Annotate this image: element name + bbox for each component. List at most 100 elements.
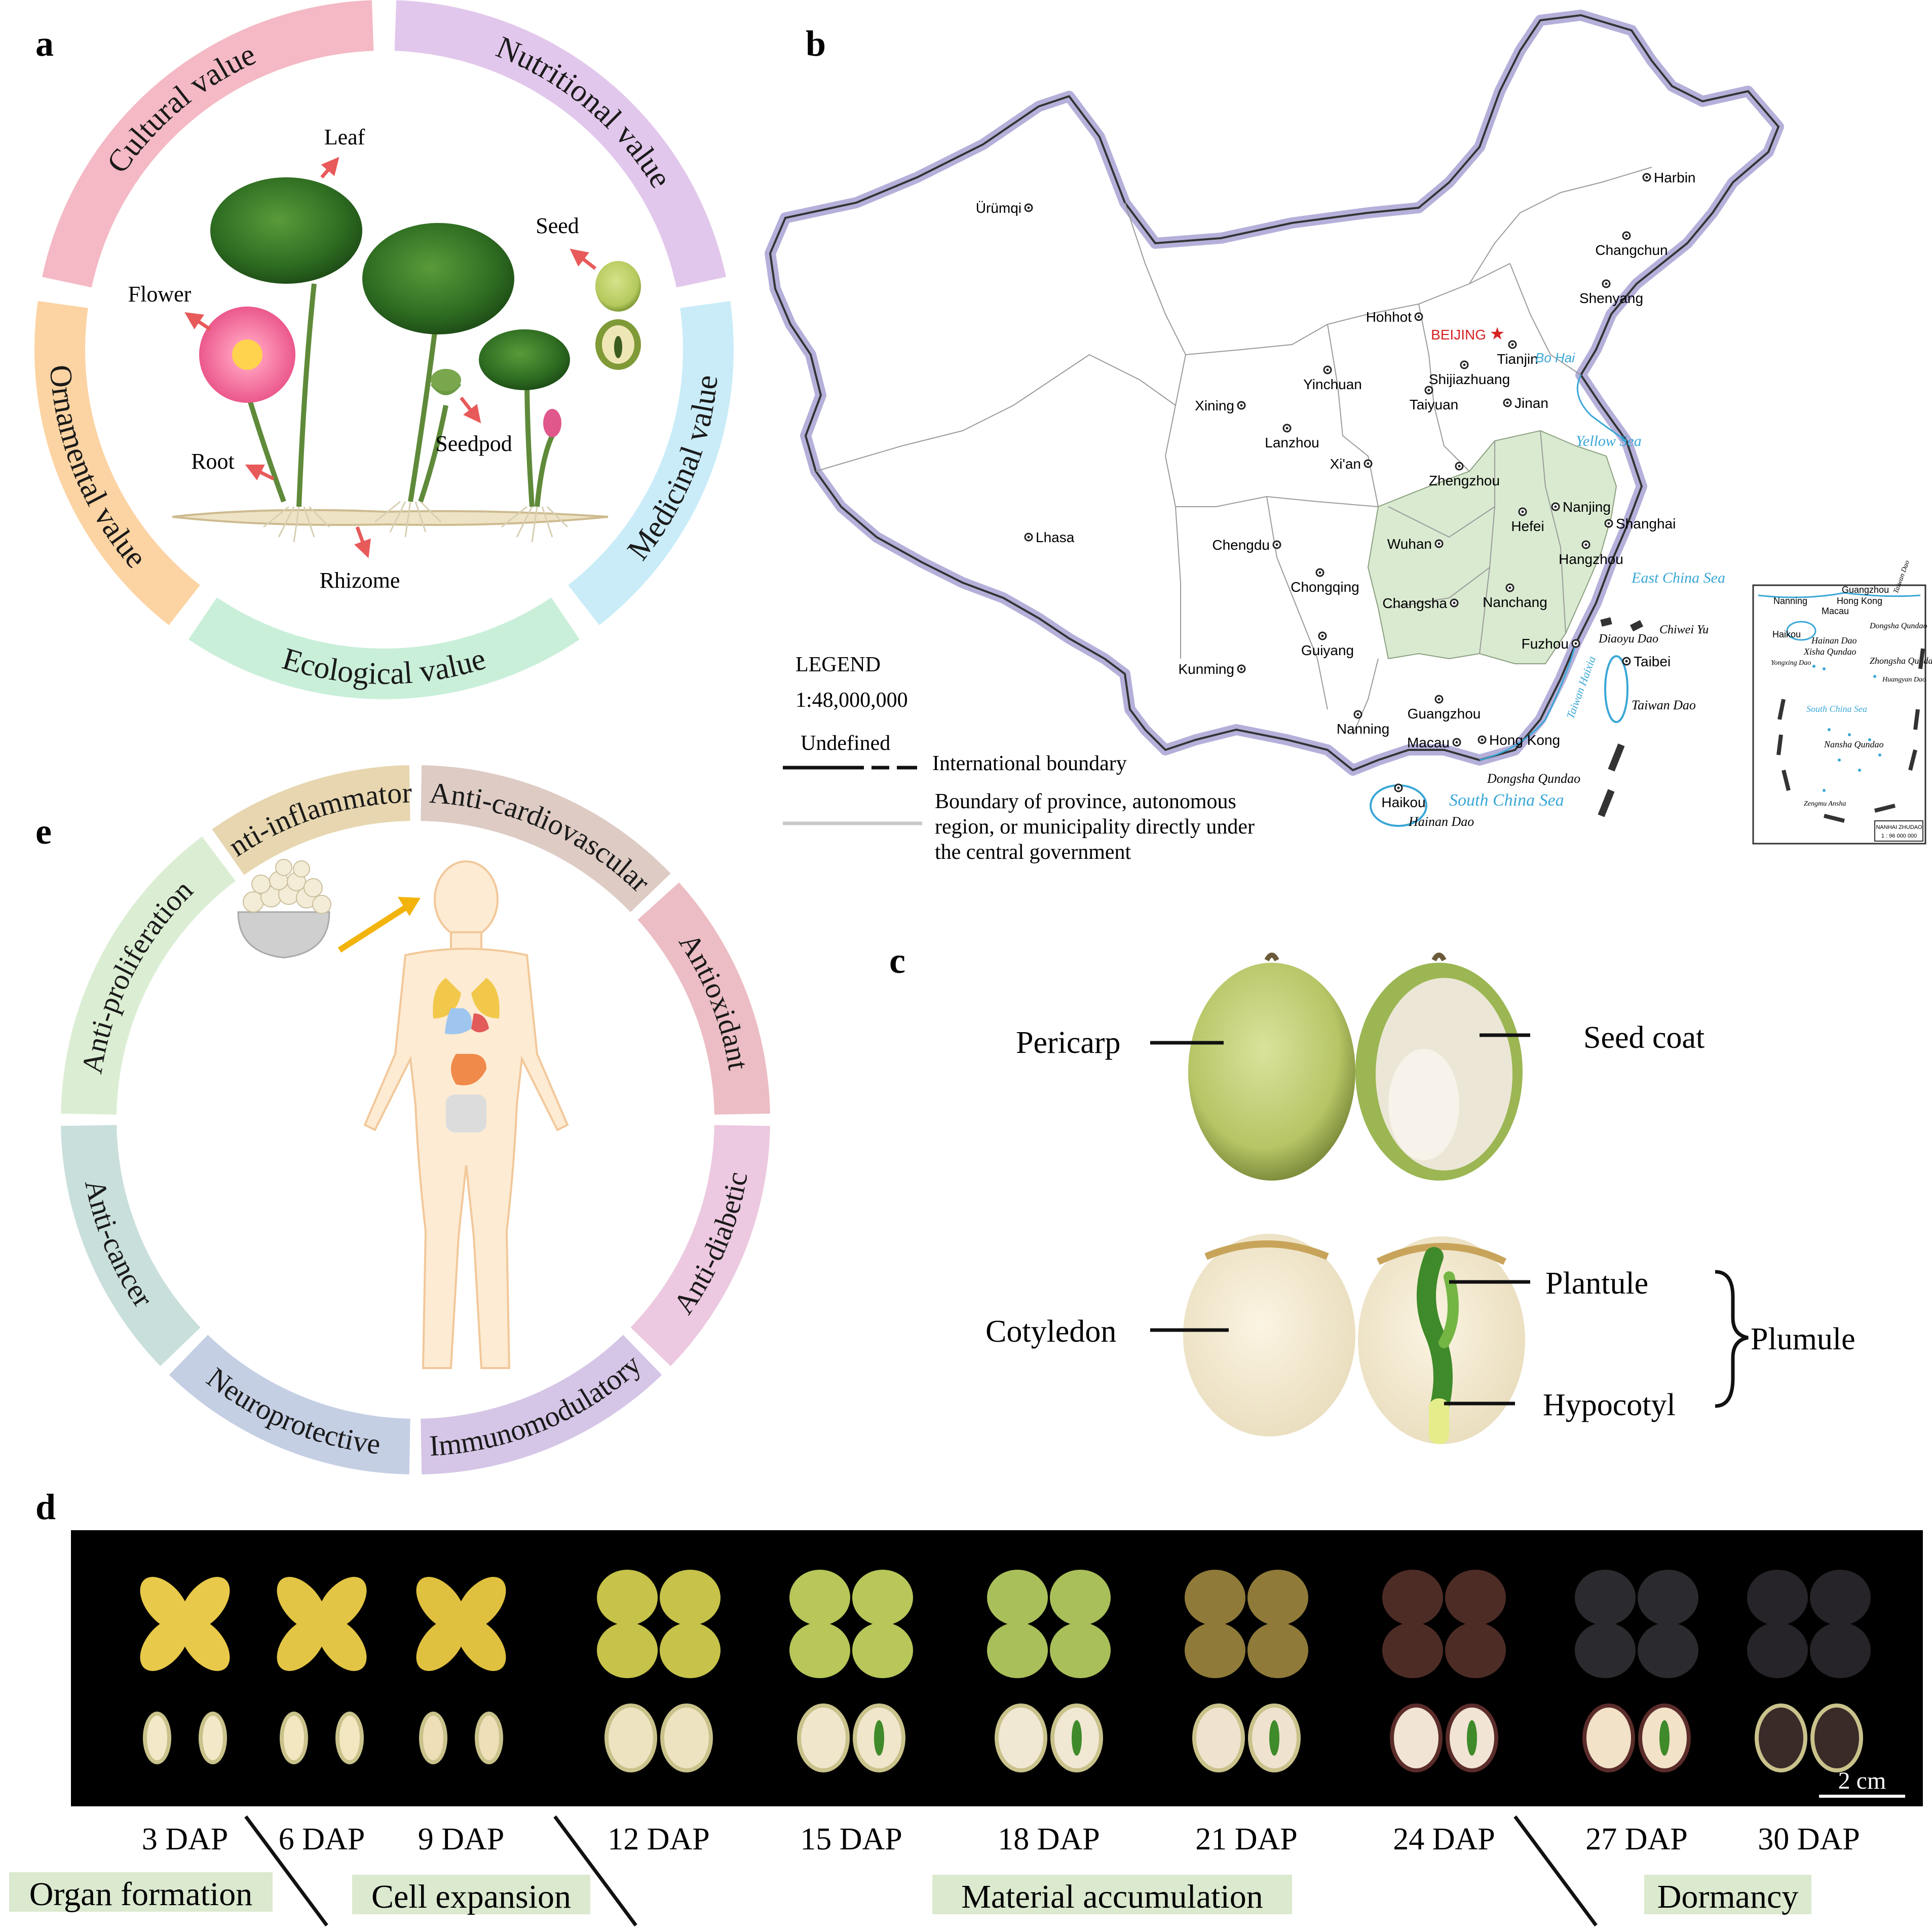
lotus-bud <box>543 409 561 437</box>
organs-icon <box>433 978 500 1132</box>
city-marker-dot <box>1584 543 1587 546</box>
city-marker-dot <box>1605 282 1608 285</box>
label-seedpod: Seedpod <box>435 431 512 456</box>
city-name: Changsha <box>1382 595 1447 611</box>
city-yinchuan: Yinchuan <box>1303 365 1362 392</box>
city-name: Xi'an <box>1330 456 1361 472</box>
city-jinan: Jinan <box>1503 395 1548 411</box>
city-name: Jinan <box>1514 395 1548 411</box>
legend-prov-3: the central government <box>935 841 1131 864</box>
phase-bg-accumulation <box>932 1875 1292 1914</box>
city-marker-dot <box>1437 542 1441 545</box>
dap-label: 30 DAP <box>1758 1822 1860 1857</box>
city-hong-kong: Hong Kong <box>1478 732 1560 748</box>
city-name: Shenyang <box>1579 290 1643 306</box>
city-marker-dot <box>1367 462 1370 465</box>
inset-guangzhou: Guangzhou <box>1842 585 1889 595</box>
city-harbin: Harbin <box>1642 170 1695 185</box>
city--r-mqi: Ürümqi <box>976 200 1033 216</box>
taiwan-island <box>1604 655 1628 723</box>
city-hohhot: Hohhot <box>1366 309 1423 325</box>
human-body-icon <box>363 860 569 1369</box>
city-marker-dot <box>1027 206 1030 209</box>
embryo <box>1072 1720 1082 1756</box>
seed-stage-columns <box>140 1570 1871 1772</box>
city-marker-dot <box>1455 741 1458 744</box>
whole-seed <box>597 1570 658 1625</box>
whole-seed <box>1810 1622 1871 1678</box>
whole-seed <box>1247 1622 1308 1678</box>
dap-label: 3 DAP <box>142 1822 229 1857</box>
inset-islands <box>1812 665 1881 792</box>
seed-stage-column <box>1575 1570 1698 1772</box>
city-name: Lhasa <box>1036 529 1075 545</box>
lotus-seed-bowl-icon <box>237 859 331 959</box>
sea-south: South China Sea <box>1449 791 1564 810</box>
seed-plumule-section <box>1358 1236 1525 1444</box>
whole-seed <box>1247 1570 1308 1625</box>
whole-seed <box>852 1570 913 1625</box>
label-rhizome: Rhizome <box>320 568 400 593</box>
city-name: Harbin <box>1654 170 1695 185</box>
map-legend: LEGEND 1:48,000,000 Undefined Internatio… <box>783 653 1255 864</box>
city-marker-dot <box>1458 465 1461 468</box>
city-name: Shijiazhuang <box>1429 371 1510 387</box>
city-name: Wuhan <box>1387 536 1432 552</box>
panel-e-letter: e <box>35 811 52 852</box>
inset-caption: NANHAI ZHUDAO <box>1876 824 1922 830</box>
value-ring-segment <box>394 0 726 288</box>
city-chongqing: Chongqing <box>1291 568 1359 595</box>
label-seedcoat: Seed coat <box>1583 1020 1704 1055</box>
hypocotyl-shape <box>1429 1398 1449 1444</box>
seed-interior <box>609 1708 653 1768</box>
city-nanning: Nanning <box>1337 710 1389 737</box>
seedpod-icon <box>431 369 461 395</box>
city-taibei: Taibei <box>1622 654 1671 669</box>
city-name: Fuzhou <box>1522 636 1569 652</box>
seed-interior <box>1586 1708 1631 1768</box>
dap-label: 21 DAP <box>1195 1822 1298 1857</box>
whole-seed <box>1050 1570 1111 1625</box>
city-lhasa: Lhasa <box>1024 529 1075 545</box>
phase-cell-expansion: Cell expansion <box>371 1878 571 1915</box>
seed-interior <box>801 1708 846 1768</box>
whole-seed <box>852 1622 913 1678</box>
whole-seed <box>1185 1570 1245 1625</box>
city-beijing: ★BEIJING <box>1431 325 1505 344</box>
label-hypocotyl: Hypocotyl <box>1543 1388 1676 1422</box>
city-name: Chengdu <box>1212 537 1270 553</box>
city-name: BEIJING <box>1431 327 1486 343</box>
inset-hainan-label: Hainan Dao <box>1811 635 1857 646</box>
seed-stage-column <box>1747 1570 1871 1772</box>
city-shenyang: Shenyang <box>1579 279 1643 306</box>
city-marker-dot <box>1453 601 1456 604</box>
city-macau: Macau <box>1407 735 1461 750</box>
seed-interior <box>664 1708 709 1768</box>
panel-c-letter: c <box>889 940 905 981</box>
city-name: Yinchuan <box>1303 376 1362 392</box>
seed-pericarp-opened <box>1355 953 1523 1181</box>
south-china-sea-inset: Guangzhou Hong Kong Macau Nanning Haikou… <box>1752 559 1932 845</box>
whole-seed <box>140 1577 190 1631</box>
city-taiyuan: Taiyuan <box>1410 386 1458 412</box>
city-lanzhou: Lanzhou <box>1265 424 1319 450</box>
bioactivity-ring-segment <box>421 1335 662 1474</box>
city-name: Lanzhou <box>1265 435 1319 450</box>
city-marker-dot <box>1326 368 1329 371</box>
city-changsha: Changsha <box>1382 595 1459 611</box>
intake-arrow-head <box>398 897 421 916</box>
seed-stage-column <box>1185 1570 1308 1772</box>
seed-cotyledon <box>1183 1234 1355 1436</box>
city-hefei: Hefei <box>1511 507 1544 534</box>
city-marker-dot <box>1275 543 1278 546</box>
whole-seed <box>987 1570 1048 1625</box>
whole-seed <box>277 1617 326 1671</box>
island-dongsha: Dongsha Qundao <box>1487 771 1580 786</box>
dap-label: 15 DAP <box>800 1822 902 1857</box>
label-leaf: Leaf <box>324 125 365 149</box>
bioactivity-ring-segment <box>630 1125 770 1367</box>
sea-yellow: Yellow Sea <box>1576 433 1642 449</box>
city-marker-dot <box>1321 634 1324 637</box>
city-marker-dot <box>1481 738 1484 741</box>
